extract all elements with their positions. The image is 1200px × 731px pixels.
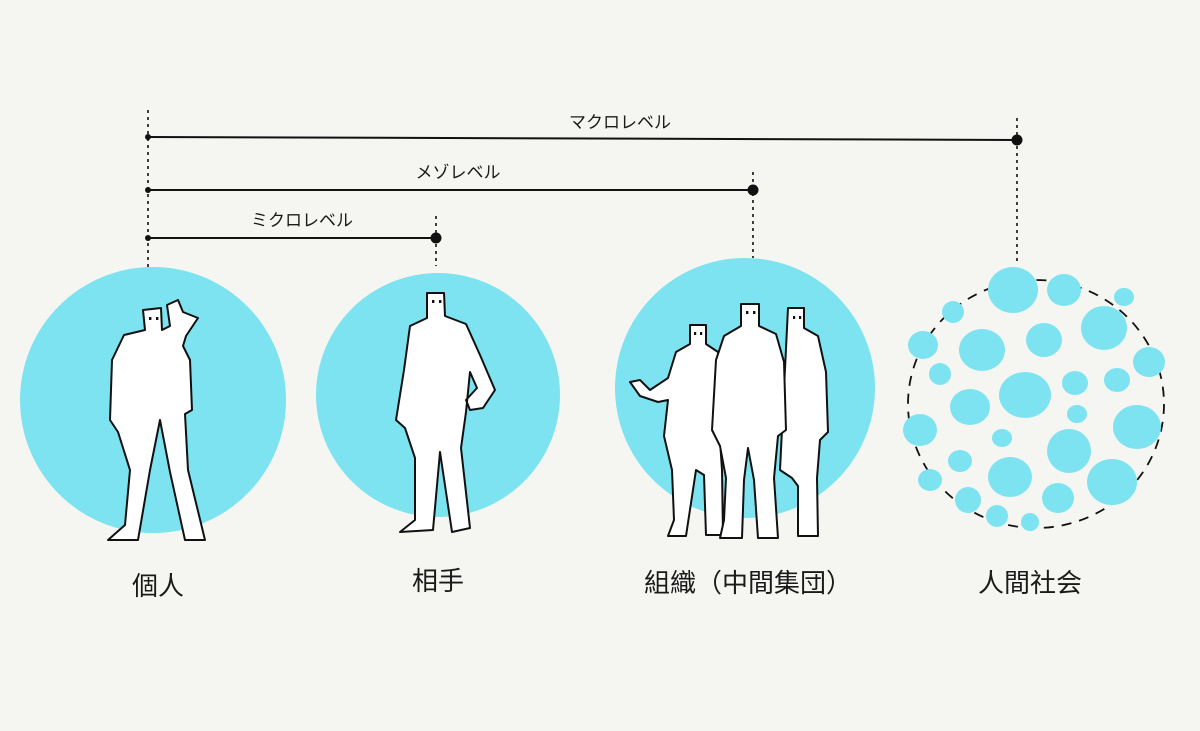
individual-caption: 個人 [132, 572, 184, 602]
society-blob [1133, 347, 1165, 377]
society-blob [929, 363, 951, 385]
macro-start-dot [145, 134, 151, 140]
level-brackets: マクロレベル メゾレベル ミクロレベル [145, 110, 1023, 268]
society-blob [959, 329, 1005, 371]
individual-eye-right [156, 317, 159, 320]
society-blob [942, 301, 964, 323]
organization-right-eye-left [793, 316, 796, 319]
organization-left-eye-right [700, 332, 703, 335]
society-blob [1026, 323, 1062, 357]
organization-group: 組織（中間集団） [615, 258, 875, 599]
partner-group: 相手 [316, 273, 560, 597]
organization-center-eye-left [746, 311, 749, 314]
micro-level-label: ミクロレベル [251, 211, 353, 231]
organization-left-eye-left [694, 332, 697, 335]
society-blob [950, 389, 990, 425]
society-blob [1067, 405, 1087, 423]
organization-center-eye-right [753, 311, 756, 314]
society-blob [948, 450, 972, 472]
society-blob [988, 267, 1038, 313]
society-blob [918, 469, 942, 491]
society-caption: 人間社会 [978, 569, 1082, 599]
society-blob [1021, 513, 1039, 531]
society-blob [1081, 306, 1127, 350]
organization-caption: 組織（中間集団） [644, 569, 852, 599]
partner-eye-right [439, 300, 442, 303]
society-blob [1104, 368, 1130, 392]
macro-level-line [147, 136, 1018, 141]
society-blob [1042, 483, 1074, 513]
micro-start-dot [145, 235, 151, 241]
society-blob [1114, 288, 1134, 306]
society-dashed-boundary [907, 279, 1165, 529]
society-blob [988, 457, 1032, 497]
society-blobs [903, 267, 1165, 531]
individual-figure [107, 299, 206, 541]
macro-level-label: マクロレベル [569, 113, 671, 133]
society-blob [1062, 371, 1088, 395]
meso-start-dot [145, 187, 151, 193]
organization-figure-center [711, 303, 787, 539]
society-group: 人間社会 [903, 267, 1165, 599]
society-blob [986, 505, 1008, 527]
society-blob [1087, 459, 1137, 505]
organization-figure-right [779, 307, 829, 537]
society-blob [1047, 274, 1081, 306]
society-blob [999, 372, 1051, 418]
meso-level-label: メゾレベル [416, 163, 501, 183]
partner-eye-left [432, 300, 435, 303]
society-blob [903, 414, 937, 446]
partner-caption: 相手 [412, 567, 464, 597]
society-blob [908, 331, 938, 359]
meso-end-dot [747, 184, 759, 196]
individual-group: 個人 [20, 267, 286, 602]
society-blob [1113, 405, 1161, 449]
partner-figure [395, 292, 496, 533]
organization-right-eye-right [799, 316, 802, 319]
individual-eye-left [149, 317, 152, 320]
society-blob [1047, 429, 1091, 473]
society-blob [955, 487, 981, 513]
society-blob [992, 429, 1012, 447]
